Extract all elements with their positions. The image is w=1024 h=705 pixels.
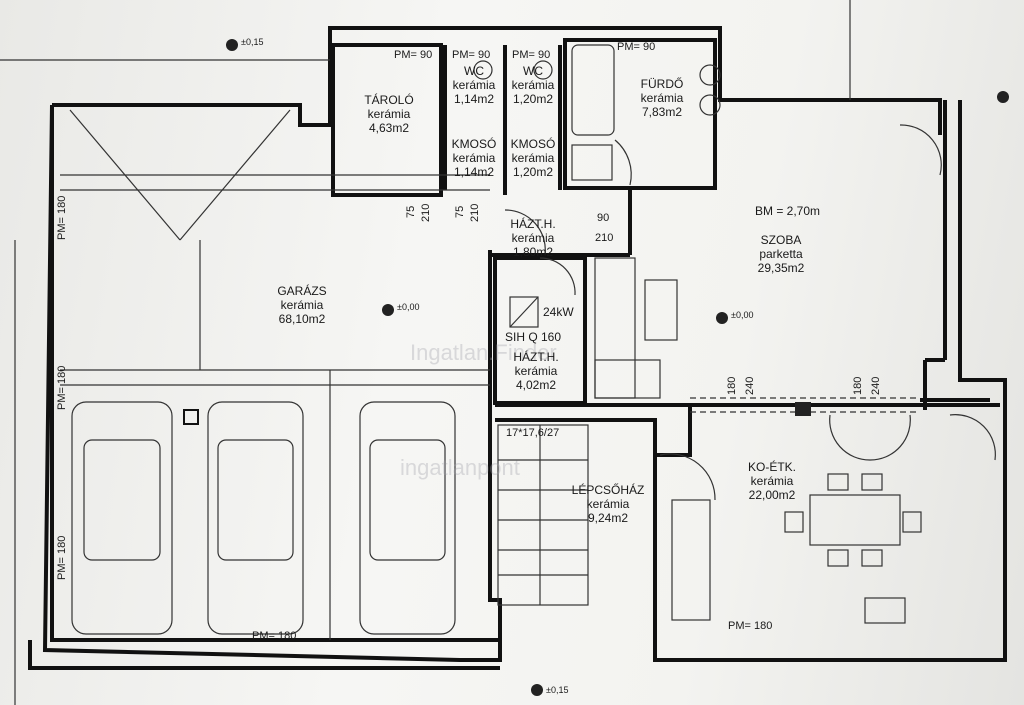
window-pm-label: PM= 180 <box>728 620 773 632</box>
car-2 <box>207 401 304 635</box>
dimension-label: 210 <box>469 203 481 222</box>
car-3 <box>359 401 456 635</box>
window-pm-label: PM= 180 <box>56 365 68 410</box>
dimension-label: 75 <box>454 205 466 218</box>
dimension-label: 240 <box>744 376 756 395</box>
car-1 <box>71 401 173 635</box>
watermark: ingatlanpont <box>400 455 520 480</box>
window-pm-label: PM= 180 <box>56 535 68 580</box>
dimension-label: 210 <box>595 232 614 244</box>
level-marker: ±0,15 <box>546 685 569 695</box>
dimension-label: 180 <box>726 376 738 395</box>
ceiling-height: BM = 2,70m <box>755 204 821 218</box>
boiler-tank: SIH Q 160 <box>505 330 562 344</box>
window-pm-label: PM= 90 <box>512 49 551 61</box>
dimension-label: 90 <box>597 212 610 224</box>
dimension-label: 180 <box>852 376 864 395</box>
window-pm-label: PM= 90 <box>452 49 491 61</box>
window-pm-label: PM= 90 <box>394 49 433 61</box>
stair-dimensions: 17*17,6/27 <box>506 427 560 439</box>
boiler-power: 24kW <box>543 305 574 319</box>
window-pm-label: PM= 90 <box>617 41 656 53</box>
dimension-label: 75 <box>405 205 417 218</box>
window-pm-label: PM= 180 <box>56 195 68 240</box>
level-marker: ±0,00 <box>731 310 754 320</box>
level-marker: ±0,00 <box>397 302 420 312</box>
dimension-label: 210 <box>420 203 432 222</box>
dimension-label: 240 <box>870 376 882 395</box>
level-marker: ±0,15 <box>241 37 264 47</box>
watermark: Ingatlan.Finder <box>410 340 557 365</box>
window-pm-label: PM= 180 <box>252 630 297 642</box>
